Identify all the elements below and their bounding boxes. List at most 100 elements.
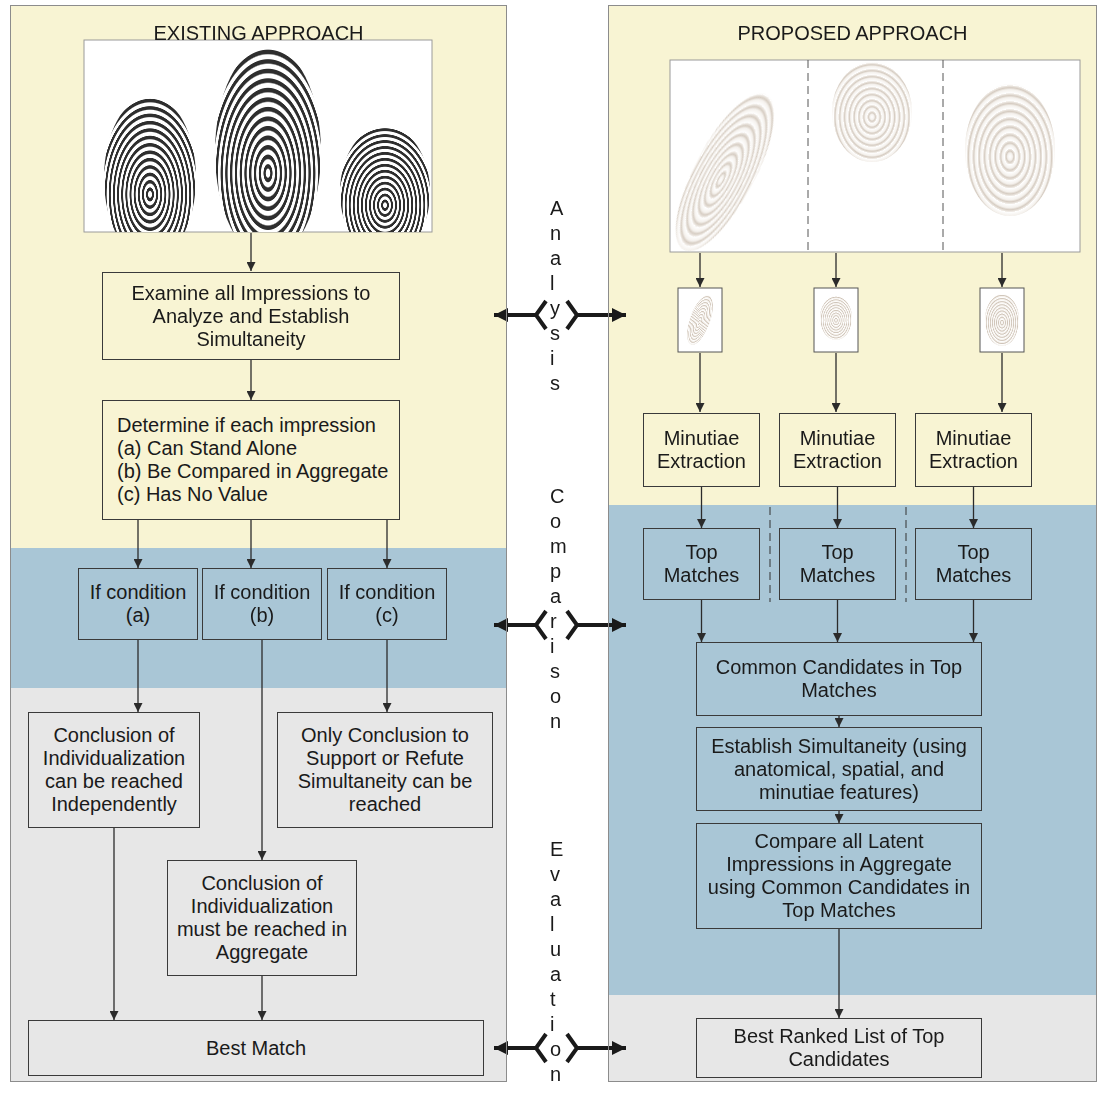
box-text: If condition (c) [334, 581, 440, 627]
fingerprint [104, 96, 196, 232]
flow-arrow [838, 811, 839, 823]
conclusion-box: Conclusion of Individualization must be … [167, 860, 357, 976]
latent-print [820, 296, 852, 340]
result-box: Best Match [28, 1020, 484, 1076]
box-text: Best Ranked List of Top Candidates [703, 1025, 975, 1071]
box-text: If condition (b) [209, 581, 315, 627]
process-box: Common Candidates in Top Matches [696, 642, 982, 716]
stage-arrow [494, 313, 536, 317]
flow-arrow [1001, 353, 1002, 412]
decision-box: Determine if each impression(a) Can Stan… [102, 400, 400, 520]
divider-line [808, 60, 809, 252]
stage-arrow [494, 623, 536, 627]
flow-arrow [250, 360, 251, 400]
stage-label: Evaluation [550, 837, 551, 1087]
condition-box: If condition (a) [78, 568, 198, 640]
box-text: Conclusion of Individualization can be r… [35, 724, 193, 816]
latent-print [682, 292, 719, 348]
box-text: (a) Can Stand Alone [109, 437, 393, 460]
flow-arrow [973, 487, 974, 528]
stage-bracket [536, 301, 546, 329]
latent-print [985, 294, 1019, 346]
cropped-latent [678, 288, 722, 352]
box-text: Best Match [35, 1037, 477, 1060]
cropped-latent [814, 288, 858, 352]
process-box: Minutiae Extraction [779, 413, 896, 487]
fingerprint [215, 46, 321, 232]
box-text: Minutiae Extraction [650, 427, 753, 473]
stage-label: Comparison [550, 484, 551, 734]
flow-arrow [835, 253, 836, 287]
flow-arrow [838, 929, 839, 1018]
flow-arrow [838, 716, 839, 727]
conclusion-box: Conclusion of Individualization can be r… [28, 712, 200, 828]
flow-arrow [386, 520, 387, 568]
evaluation-band [10, 688, 507, 1082]
process-box: Compare all Latent Impressions in Aggreg… [696, 823, 982, 929]
process-box: Top Matches [643, 528, 760, 600]
result-box: Best Ranked List of Top Candidates [696, 1018, 982, 1078]
stage-arrow [577, 1046, 626, 1050]
panel-heading: PROPOSED APPROACH [609, 22, 1096, 45]
box-text: Minutiae Extraction [786, 427, 889, 473]
flow-arrow [701, 600, 702, 642]
evaluation-band [608, 995, 1097, 1082]
flow-arrow [973, 600, 974, 642]
box-text: Top Matches [650, 541, 753, 587]
flow-arrow [261, 976, 262, 1020]
stage-bracket [536, 611, 546, 639]
latent-print [965, 84, 1055, 216]
stage-arrow [577, 623, 626, 627]
box-text: Top Matches [786, 541, 889, 587]
box-text: Common Candidates in Top Matches [703, 656, 975, 702]
box-text: Examine all Impressions to Analyze and E… [109, 282, 393, 351]
stage-bracket [567, 1034, 577, 1062]
box-text: (b) Be Compared in Aggregate [109, 460, 393, 483]
latent-print [670, 80, 793, 252]
process-box: Examine all Impressions to Analyze and E… [102, 272, 400, 360]
flow-arrow [250, 520, 251, 568]
box-text: Compare all Latent Impressions in Aggreg… [703, 830, 975, 922]
flow-arrow [699, 253, 700, 287]
conclusion-box: Only Conclusion to Support or Refute Sim… [277, 712, 493, 828]
flow-arrow [1001, 253, 1002, 287]
approach-panel: PROPOSED APPROACH Minutiae Extraction Minu… [608, 5, 1097, 1082]
box-text: Establish Simultaneity (using anatomical… [703, 735, 975, 804]
flow-arrow [837, 600, 838, 642]
box-text: If condition (a) [85, 581, 191, 627]
process-box: Top Matches [915, 528, 1032, 600]
analysis-band [608, 5, 1097, 505]
box-text: Conclusion of Individualization must be … [174, 872, 350, 964]
stage-bracket [567, 301, 577, 329]
flow-arrow [250, 233, 251, 271]
cropped-latent [980, 288, 1024, 352]
box-text: Determine if each impression [109, 414, 393, 437]
divider-line [943, 60, 944, 252]
flow-arrow [386, 640, 387, 712]
box-text: Top Matches [922, 541, 1025, 587]
analysis-band [10, 5, 507, 548]
process-box: Top Matches [779, 528, 896, 600]
fingerprint [340, 126, 430, 232]
process-box: Minutiae Extraction [643, 413, 760, 487]
condition-box: If condition (b) [202, 568, 322, 640]
process-box: Establish Simultaneity (using anatomical… [696, 727, 982, 811]
stage-bracket [567, 611, 577, 639]
flow-arrow [837, 487, 838, 528]
flow-arrow [137, 640, 138, 712]
approach-panel: EXISTING APPROACH Examine all Impressions… [10, 5, 507, 1082]
process-box: Minutiae Extraction [915, 413, 1032, 487]
divider-line [770, 507, 771, 602]
stage-label: Analysis [550, 196, 551, 396]
flow-arrow [699, 353, 700, 412]
box-text: (c) Has No Value [109, 483, 393, 506]
comparison-band [10, 548, 507, 688]
box-text: Minutiae Extraction [922, 427, 1025, 473]
stage-arrow [577, 313, 626, 317]
comparison-band [608, 505, 1097, 995]
flow-arrow [835, 353, 836, 412]
flow-arrow [701, 487, 702, 528]
latent-print [832, 62, 912, 162]
panel-heading: EXISTING APPROACH [11, 22, 506, 45]
flow-arrow [113, 828, 114, 1020]
